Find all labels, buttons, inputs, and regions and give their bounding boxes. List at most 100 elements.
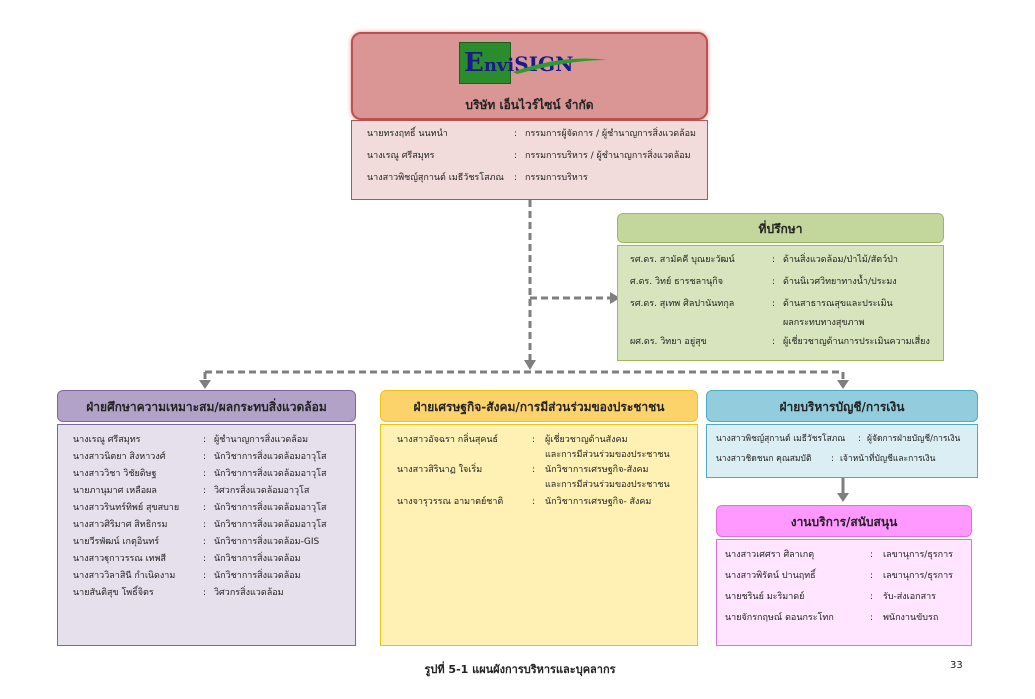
colon: : — [831, 454, 834, 464]
company-members-box: นายทรงฤทธิ์ นนทนำ : กรรมการผู้จัดการ / ผ… — [351, 120, 708, 200]
member-role: นักวิชาการสิ่งแวดล้อม — [214, 571, 301, 581]
advisors-title: ที่ปรึกษา — [617, 213, 944, 243]
member-name: นายภานุมาศ เหลือผล — [73, 486, 157, 496]
colon: : — [203, 554, 207, 564]
colon: : — [772, 255, 776, 265]
member-role-line2: และการมีส่วนร่วมของประชาชน — [545, 450, 670, 460]
colon: : — [203, 537, 207, 547]
logo-letters-nvi: nvi — [483, 55, 515, 76]
member-name: นางสาวฐุกาวรรณ เทพสี — [73, 554, 167, 564]
service-dept-title: งานบริการ/สนับสนุน — [716, 505, 972, 537]
advisors-box: รศ.ดร. สามัคคี บุณยะวัฒน์ : ด้านสิ่งแวดล… — [617, 245, 944, 361]
member-role: เลขานุการ/ธุรการ — [883, 550, 953, 560]
member-role: นักวิชาการสิ่งแวดล้อมอาวุโส — [214, 452, 327, 462]
social-dept-title: ฝ่ายเศรษฐกิจ-สังคม/การมีส่วนร่วมของประชา… — [380, 390, 698, 422]
finance-dept-box: นางสาวพิชญ์สุกานต์ เมธีวัชรโสภณ : ผู้จัด… — [706, 424, 978, 478]
colon: : — [203, 486, 207, 496]
envisign-logo — [459, 42, 511, 84]
colon: : — [858, 434, 861, 444]
advisor-name: รศ.ดร. สามัคคี บุณยะวัฒน์ — [630, 255, 735, 265]
colon: : — [772, 277, 776, 287]
member-role: นักวิชาการสิ่งแวดล้อม-GIS — [214, 537, 320, 547]
advisor-name: ผศ.ดร. วิทยา อยู่สุข — [630, 337, 707, 347]
colon: : — [203, 469, 207, 479]
colon: : — [514, 173, 518, 183]
service-arrowhead — [837, 493, 849, 502]
advisor-role-line1: ด้านสาธารณสุขและประเมิน — [783, 299, 893, 309]
member-role: ผู้จัดการฝ่ายบัญชี/การเงิน — [867, 434, 961, 444]
advisor-role-line2: ผลกระทบทางสุขภาพ — [783, 318, 865, 328]
member-role: นักวิชาการสิ่งแวดล้อม — [214, 554, 301, 564]
social-dept-box: นางสาวอัจฉรา กลิ่นสุคนธ์ : ผู้เชี่ยวชาญด… — [380, 424, 698, 646]
member-name: นางสาววิลาสินี กำเนิดงาม — [73, 571, 176, 581]
member-name: นายวีรพัฒน์ เกตุอินทร์ — [73, 537, 160, 547]
member-name: นางสาวอัจฉรา กลิ่นสุคนธ์ — [397, 435, 499, 445]
member-role: วิศวกรสิ่งแวดล้อม — [214, 588, 284, 598]
advisor-role: ด้านนิเวศวิทยาทางน้ำ/ประมง — [783, 277, 897, 287]
colon: : — [532, 465, 536, 475]
member-name: นางสาววิชา วิชัยดิษฐ — [73, 469, 157, 479]
member-role: พนักงานขับรถ — [883, 613, 939, 623]
member-name: นางเรณู ศรีสมุทร — [367, 151, 435, 161]
advisor-role: ผู้เชี่ยวชาญด้านการประเมินความเสี่ยง — [783, 337, 930, 347]
member-role: นักวิชาการเศรษฐกิจ- สังคม — [545, 497, 652, 507]
colon: : — [203, 452, 207, 462]
member-name: นางเรณู ศรีสมุทร — [73, 435, 141, 445]
member-role: รับ-ส่งเอกสาร — [883, 592, 936, 602]
advisor-arrowhead — [610, 292, 620, 304]
colon: : — [870, 592, 874, 602]
member-role: นักวิชาการเศรษฐกิจ-สังคม และการมีส่วนร่ว… — [545, 465, 670, 491]
member-name: นางสาวพิชญ์สุกานต์ เมธีวัชรโสภณ — [367, 173, 504, 183]
member-role: วิศวกรสิ่งแวดล้อมอาวุโส — [214, 486, 310, 496]
right-arrowhead — [837, 380, 849, 389]
member-role: กรรมการบริหาร / ผู้ชำนาญการสิ่งแวดล้อม — [525, 151, 691, 161]
colon: : — [203, 588, 207, 598]
logo-letter-e: E — [464, 48, 484, 78]
member-role: นักวิชาการสิ่งแวดล้อมอาวุโส — [214, 520, 327, 530]
member-role: เลขานุการ/ธุรการ — [883, 571, 953, 581]
member-role: ผู้ชำนาญการสิ่งแวดล้อม — [214, 435, 309, 445]
member-name: นางสาวพิรัตน์ ปานฤทธิ์ — [725, 571, 816, 581]
advisor-name: ศ.ดร. วิทย์ ธารชลานุกิจ — [630, 277, 724, 287]
member-name: นางสาวรินทร์ทิพย์ สุขสบาย — [73, 503, 180, 513]
colon: : — [203, 503, 207, 513]
member-role: นักวิชาการสิ่งแวดล้อมอาวุโส — [214, 469, 327, 479]
member-name: นางสาวเศศรา ศิลาเกตุ — [725, 550, 815, 560]
member-name: นายชรินย์ มะริมาดย์ — [725, 592, 805, 602]
env-dept-box: นางเรณู ศรีสมุทร:ผู้ชำนาญการสิ่งแวดล้อม … — [57, 424, 356, 646]
env-dept-title: ฝ่ายศึกษาความเหมาะสม/ผลกระทบสิ่งแวดล้อม — [57, 390, 356, 422]
colon: : — [514, 151, 518, 161]
member-role-line1: ผู้เชี่ยวชาญด้านสังคม — [545, 435, 628, 445]
member-role: กรรมการบริหาร — [525, 173, 588, 183]
service-dept-box: นางสาวเศศรา ศิลาเกตุ: เลขานุการ/ธุรการ นา… — [716, 539, 972, 646]
colon: : — [514, 129, 518, 139]
member-name: นางสาวพิชญ์สุกานต์ เมธีวัชรโสภณ — [716, 434, 846, 444]
colon: : — [203, 435, 207, 445]
colon: : — [532, 435, 536, 445]
advisor-role: ด้านสิ่งแวดล้อม/ป่าไม้/สัตว์ป่า — [783, 255, 898, 265]
company-name: บริษัท เอ็นไวร์ไซน์ จำกัด — [465, 98, 594, 112]
colon: : — [772, 337, 776, 347]
member-role: เจ้าหน้าที่บัญชีและการเงิน — [840, 454, 936, 464]
member-name: นางสาวสิรินาฏ ใจเริ่ม — [397, 465, 483, 475]
page-number: 33 — [950, 660, 963, 671]
advisor-name: รศ.ดร. สุเทพ ศิลปานันทกุล — [630, 299, 735, 309]
company-header: EnviSIGN บริษัท เอ็นไวร์ไซน์ จำกัด — [351, 32, 708, 120]
member-role: ผู้เชี่ยวชาญด้านสังคม และการมีส่วนร่วมขอ… — [545, 435, 670, 461]
member-role-line2: และการมีส่วนร่วมของประชาชน — [545, 480, 670, 490]
member-name: นางสาวชิดชนก คุณสมบัติ — [716, 454, 812, 464]
colon: : — [203, 520, 207, 530]
member-role-line1: นักวิชาการเศรษฐกิจ-สังคม — [545, 465, 649, 475]
figure-caption: รูปที่ 5-1 แผนผังการบริหารและบุคลากร — [424, 663, 616, 676]
left-arrowhead — [199, 380, 211, 389]
colon: : — [870, 613, 874, 623]
colon: : — [870, 550, 874, 560]
member-name: นายสันติสุข โพธิ์จิตร — [73, 588, 154, 598]
colon: : — [203, 571, 207, 581]
advisor-role: ด้านสาธารณสุขและประเมิน ผลกระทบทางสุขภาพ — [783, 299, 893, 329]
colon: : — [772, 299, 776, 309]
member-name: นางสาวศิริมาศ สิทธิกรม — [73, 520, 168, 530]
member-role: นักวิชาการสิ่งแวดล้อมอาวุโส — [214, 503, 327, 513]
mid-arrowhead — [524, 360, 536, 370]
